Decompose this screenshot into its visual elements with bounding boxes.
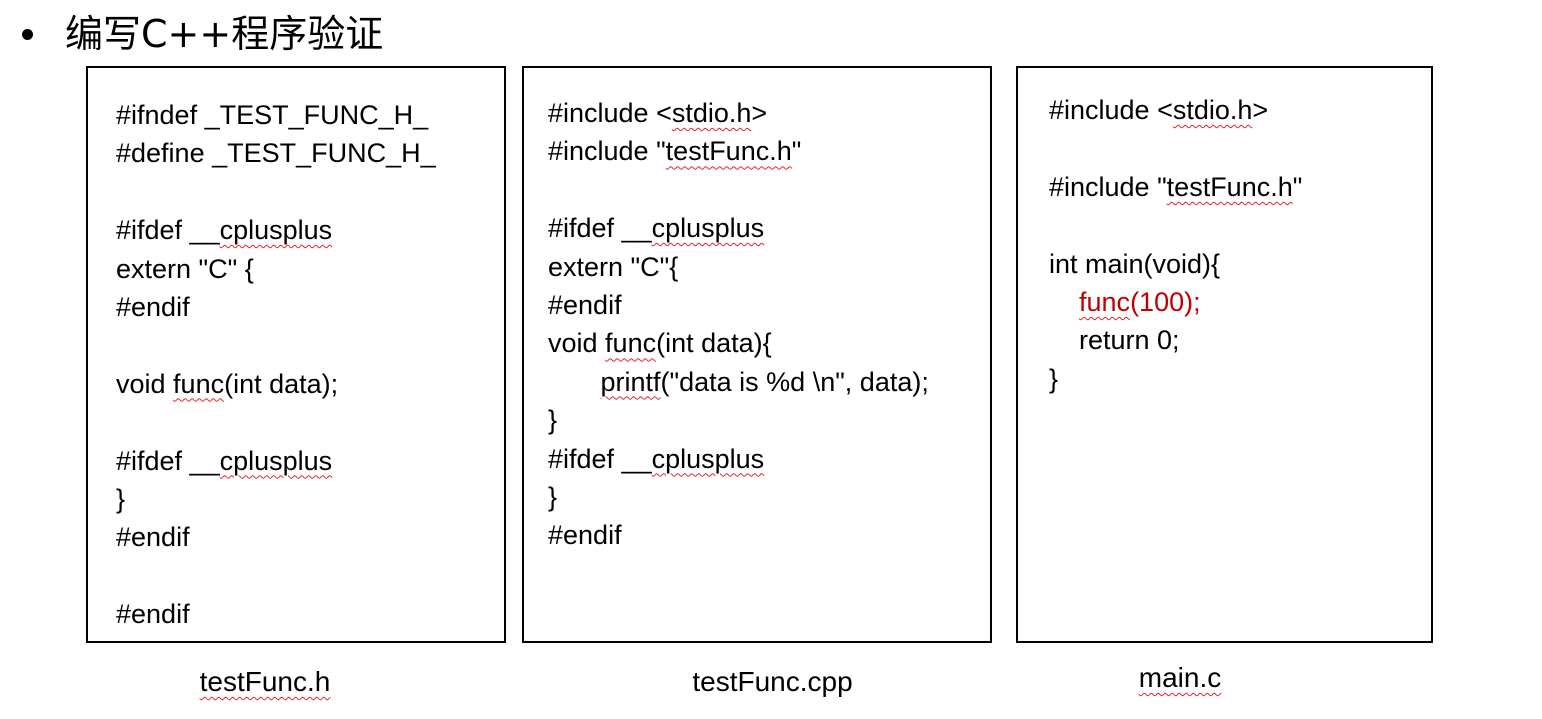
code-token: stdio.h (671, 98, 752, 128)
code-line (548, 171, 929, 209)
code-token: cplusplus (651, 443, 765, 474)
code-line: #endif (548, 286, 929, 324)
main-file-code: #include <stdio.h> #include "testFunc.h" i… (1049, 91, 1302, 398)
main-file-caption-text: main.c (1138, 662, 1222, 693)
code-token: } (1049, 363, 1059, 394)
header-file-caption-text: testFunc.h (199, 666, 331, 697)
code-token: } (116, 483, 126, 514)
cpp-file-code-box: #include <stdio.h>#include "testFunc.h"#… (522, 66, 992, 643)
code-token: #ifdef __ (116, 445, 220, 476)
code-line: #ifdef __cplusplus (548, 440, 929, 478)
code-token: extern "C"{ (548, 251, 679, 282)
code-token: ("data is %d \n", data); (660, 366, 929, 397)
bullet-icon (22, 28, 33, 40)
cpp-file-code: #include <stdio.h>#include "testFunc.h"#… (548, 94, 929, 555)
code-token: testFunc.h (1166, 171, 1293, 202)
code-line: } (548, 401, 929, 439)
code-line: #endif (116, 518, 436, 556)
code-token: (int data); (224, 368, 339, 399)
code-line: #include "testFunc.h" (1049, 168, 1302, 206)
code-token: (int data){ (656, 328, 772, 359)
header-file-caption: testFunc.h (150, 662, 380, 702)
code-token: void (116, 368, 174, 399)
code-token (1049, 287, 1079, 317)
code-token: stdio.h (1172, 95, 1253, 125)
code-line: #include "testFunc.h" (548, 132, 929, 170)
code-token: printf (600, 366, 661, 397)
main-file-caption: main.c (1080, 658, 1280, 698)
code-token: cplusplus (651, 213, 765, 244)
code-line (116, 403, 436, 441)
code-line: #ifndef _TEST_FUNC_H_ (116, 96, 436, 134)
code-token: #ifndef _TEST_FUNC_H_ (116, 100, 429, 130)
code-line: func(100); (1049, 283, 1302, 321)
code-token: cplusplus (219, 215, 333, 246)
code-token: extern "C" { (116, 253, 254, 284)
code-token: #ifdef __ (116, 215, 220, 246)
code-line: void func(int data); (116, 365, 436, 403)
code-line: } (1049, 360, 1302, 398)
code-line: #include <stdio.h> (1049, 91, 1302, 129)
code-line: #include <stdio.h> (548, 94, 929, 132)
code-line: void func(int data){ (548, 324, 929, 362)
code-token: return 0; (1049, 325, 1180, 356)
code-token: " (1292, 171, 1303, 202)
code-line: } (548, 478, 929, 516)
code-token: #include " (548, 136, 666, 167)
code-token: func (1079, 286, 1131, 317)
code-token: #include < (1049, 95, 1173, 125)
cpp-file-caption-text: testFunc.cpp (692, 666, 853, 697)
code-line: #ifdef __cplusplus (116, 442, 436, 480)
code-token: #endif (116, 599, 190, 630)
code-token: (100); (1130, 286, 1201, 317)
code-line: printf("data is %d \n", data); (548, 363, 929, 401)
code-token: #include " (1049, 171, 1167, 202)
code-line (116, 173, 436, 211)
code-token: void (548, 328, 606, 359)
code-token: int main(void){ (1049, 248, 1221, 279)
cpp-file-caption: testFunc.cpp (640, 662, 905, 702)
code-token: } (548, 481, 558, 512)
code-token: testFunc.h (665, 136, 792, 167)
code-line: #ifdef __cplusplus (116, 211, 436, 249)
code-token: " (791, 136, 802, 167)
code-line: #endif (116, 288, 436, 326)
code-token: > (751, 98, 768, 128)
code-line: extern "C" { (116, 250, 436, 288)
slide-title: 编写C++程序验证 (65, 12, 384, 56)
code-line: extern "C"{ (548, 248, 929, 286)
code-line: #endif (548, 516, 929, 554)
code-token: #define _TEST_FUNC_H_ (116, 138, 436, 169)
code-line (116, 557, 436, 595)
code-line: #endif (116, 595, 436, 633)
code-token: } (548, 405, 558, 436)
code-token: > (1252, 95, 1269, 125)
main-file-code-box: #include <stdio.h> #include "testFunc.h" i… (1016, 66, 1433, 643)
code-token: #endif (116, 291, 190, 322)
code-line: int main(void){ (1049, 245, 1302, 283)
code-line (116, 326, 436, 364)
code-token: #include < (548, 98, 672, 128)
code-line: #define _TEST_FUNC_H_ (116, 134, 436, 172)
code-token: #endif (548, 289, 622, 320)
header-file-code: #ifndef _TEST_FUNC_H_ #define _TEST_FUNC_… (116, 96, 436, 633)
slide-title-row: 编写C++程序验证 (22, 6, 383, 62)
code-token: cplusplus (219, 445, 333, 476)
code-line (1049, 206, 1302, 244)
code-line: return 0; (1049, 321, 1302, 359)
code-token: #ifdef __ (548, 443, 652, 474)
code-token: #endif (116, 522, 190, 553)
code-token (548, 367, 601, 397)
code-line: } (116, 480, 436, 518)
code-token: #ifdef __ (548, 213, 652, 244)
header-file-code-box: #ifndef _TEST_FUNC_H_ #define _TEST_FUNC_… (86, 66, 506, 643)
code-token: func (173, 368, 225, 399)
code-line: #ifdef __cplusplus (548, 209, 929, 247)
code-token: func (605, 328, 657, 359)
code-token: #endif (548, 520, 622, 551)
code-line (1049, 129, 1302, 167)
